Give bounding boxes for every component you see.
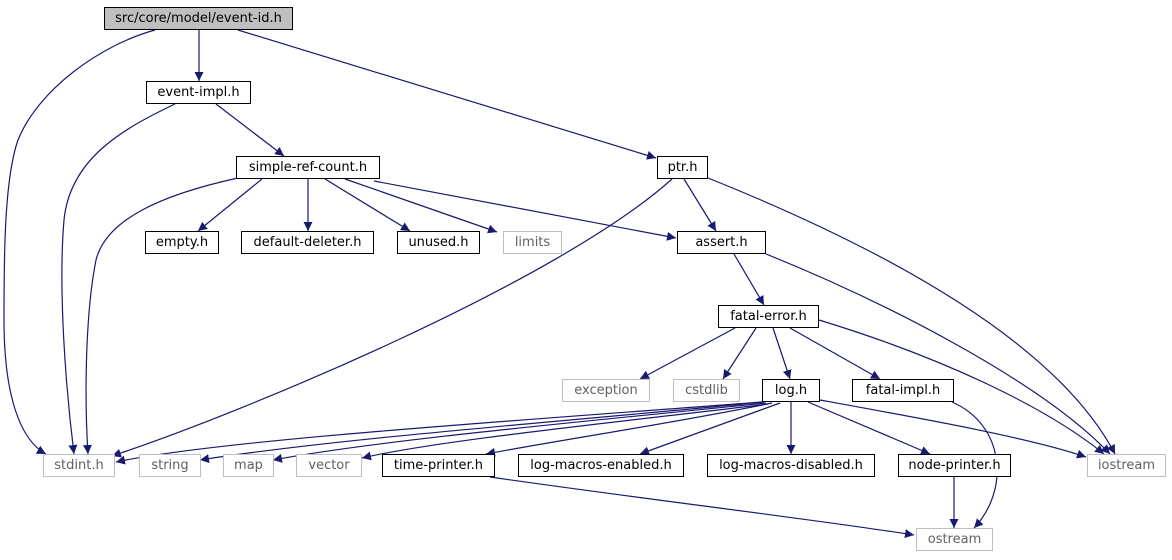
edge-simple-ref-count-to-empty — [197, 178, 263, 232]
node-time-printer[interactable]: time-printer.h — [382, 454, 495, 477]
edge-event-impl-to-stdint — [61, 103, 176, 455]
node-vector[interactable]: vector — [296, 454, 362, 477]
edge-simple-ref-count-to-limits — [344, 178, 498, 234]
edge-log-to-node-printer — [807, 401, 931, 455]
edge-log-to-string — [199, 401, 765, 464]
node-cstdlib[interactable]: cstdlib — [673, 379, 740, 402]
edge-ptr-to-iostream — [707, 177, 1116, 455]
node-ptr[interactable]: ptr.h — [657, 156, 708, 179]
node-string[interactable]: string — [139, 454, 201, 477]
node-iostream[interactable]: iostream — [1087, 454, 1166, 477]
edge-fatal-error-to-exception — [639, 327, 736, 380]
node-log-macros-disabled[interactable]: log-macros-disabled.h — [707, 454, 875, 477]
node-event-id[interactable]: src/core/model/event-id.h — [104, 7, 293, 30]
edge-log-to-vector — [361, 403, 769, 461]
node-limits[interactable]: limits — [503, 231, 562, 254]
node-log-macros-enabled[interactable]: log-macros-enabled.h — [518, 454, 684, 477]
edge-simple-ref-count-to-stdint — [82, 177, 239, 455]
node-fatal-impl[interactable]: fatal-impl.h — [852, 379, 954, 402]
node-stdint[interactable]: stdint.h — [43, 454, 115, 477]
edge-layer — [3, 29, 1116, 539]
edge-event-id-to-stdint — [3, 29, 156, 455]
edge-log-to-stdint — [115, 401, 763, 465]
edge-fatal-error-to-cstdlib — [722, 327, 757, 380]
edge-assert-to-iostream — [765, 253, 1111, 455]
edge-log-to-time-printer — [485, 402, 773, 457]
edge-fatal-error-to-iostream — [818, 319, 1105, 455]
node-map[interactable]: map — [223, 454, 274, 477]
node-exception[interactable]: exception — [562, 379, 650, 402]
node-event-impl[interactable]: event-impl.h — [146, 81, 251, 104]
edge-event-id-to-ptr — [237, 29, 657, 160]
edge-time-printer-to-ostream — [489, 476, 915, 539]
edge-fatal-error-to-fatal-impl — [789, 327, 881, 380]
edge-fatal-error-to-log — [772, 327, 792, 380]
edge-event-impl-to-simple-ref-count — [215, 103, 285, 157]
node-default-deleter[interactable]: default-deleter.h — [241, 231, 374, 254]
node-simple-ref-count[interactable]: simple-ref-count.h — [236, 156, 380, 179]
node-node-printer[interactable]: node-printer.h — [898, 454, 1011, 477]
edge-simple-ref-count-to-unused — [324, 178, 411, 232]
node-assert[interactable]: assert.h — [677, 231, 766, 254]
node-fatal-error[interactable]: fatal-error.h — [718, 305, 819, 328]
node-unused[interactable]: unused.h — [397, 231, 480, 254]
edge-log-to-map — [272, 402, 767, 463]
edge-log-to-log-macros-enabled — [639, 402, 781, 456]
edge-ptr-to-stdint — [111, 178, 673, 458]
node-empty[interactable]: empty.h — [145, 231, 219, 254]
edge-log-to-iostream — [819, 399, 1087, 459]
node-ostream[interactable]: ostream — [916, 528, 993, 551]
edge-ptr-to-assert — [683, 178, 717, 232]
node-log[interactable]: log.h — [762, 379, 820, 402]
edge-simple-ref-count-to-assert — [373, 180, 677, 241]
edge-assert-to-fatal-error — [733, 253, 765, 306]
